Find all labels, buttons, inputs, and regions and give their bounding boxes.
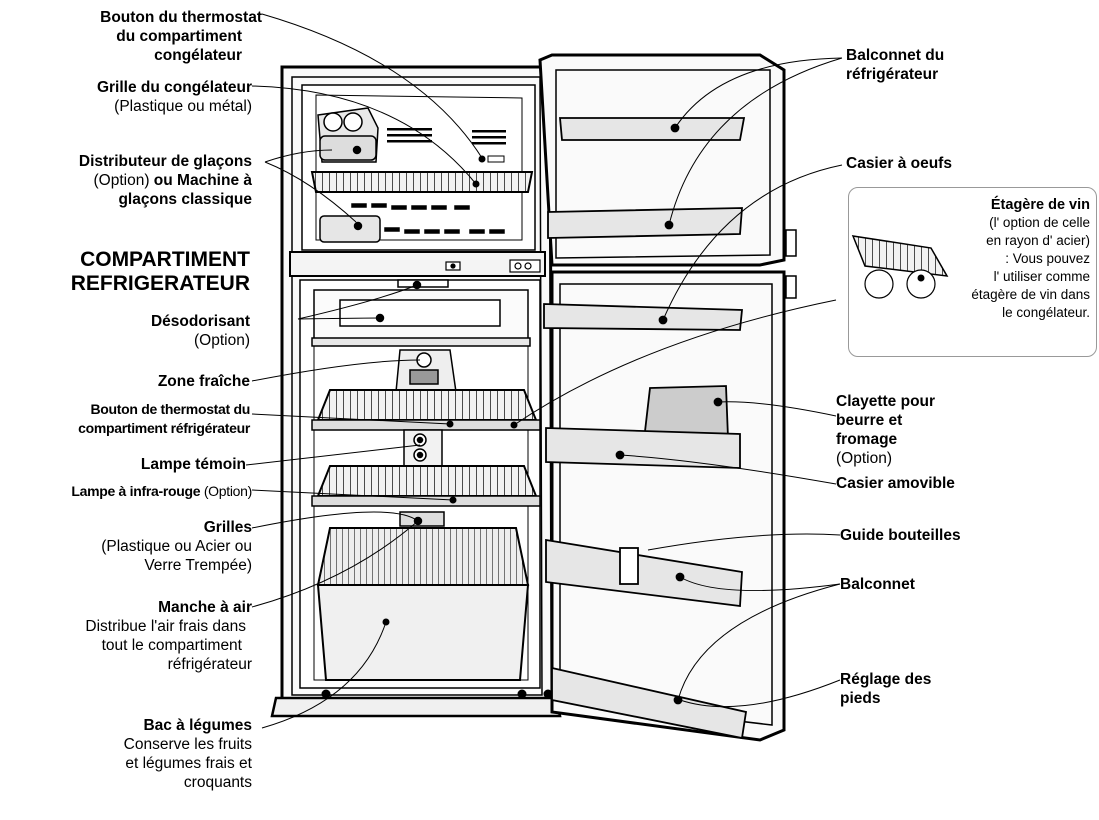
label-freezer-thermostat: Bouton du thermostat du compartiment con… xyxy=(100,9,262,64)
label-door-bin-fridge: Balconnet du réfrigérateur xyxy=(846,47,945,83)
freezer-shelf-art xyxy=(310,171,534,193)
wine-shelf-illustration xyxy=(851,235,949,299)
upper-shelf-art xyxy=(311,389,541,431)
label-bottle-guide: Guide bouteilles xyxy=(840,527,961,544)
door-bins-art xyxy=(543,117,748,740)
freezer-vents xyxy=(387,128,506,163)
crisper-art xyxy=(316,527,530,681)
ice-maker xyxy=(317,107,379,163)
wine-shelf-callout: Étagère de vin (l' option de celle en ra… xyxy=(848,187,1097,357)
lower-shelf-art xyxy=(311,465,541,507)
leader-lines xyxy=(245,13,843,729)
wine-shelf-text: Étagère de vin (l' option de celle en ra… xyxy=(971,197,1090,320)
air-duct-art xyxy=(399,511,445,527)
label-deodorizer: Désodorisant (Option) xyxy=(150,313,250,349)
ice-tray-art xyxy=(319,203,505,243)
label-vegetable-bin: Bac à légumes Conserve les fruits et lég… xyxy=(123,717,252,791)
lamp-art xyxy=(403,429,443,471)
label-fridge-thermostat: Bouton de thermostat du compartiment réf… xyxy=(78,401,250,436)
fresh-zone-art xyxy=(395,349,457,393)
label-door-bin: Balconnet xyxy=(840,576,915,593)
label-leveling-feet: Réglage des pieds xyxy=(840,671,932,707)
label-egg-tray: Casier à oeufs xyxy=(846,155,952,172)
label-shelves: Grilles (Plastique ou Acier ou Verre Tre… xyxy=(101,519,252,574)
label-pilot-lamp: Lampe témoin xyxy=(140,456,246,473)
label-removable-bin: Casier amovible xyxy=(836,475,955,492)
label-freezer-shelf: Grille du congélateur (Plastique ou méta… xyxy=(96,79,252,115)
label-air-duct: Manche à air Distribue l'air frais dans … xyxy=(85,599,252,673)
label-infrared-lamp: Lampe à infra-rouge (Option) xyxy=(71,483,252,499)
deodorizer-art xyxy=(311,279,531,347)
divider-controls xyxy=(445,259,541,273)
label-butter-cheese: Clayette pour beurre et fromage (Option) xyxy=(836,393,936,467)
label-ice-dispenser: Distributeur de glaçons (Option) ou Mach… xyxy=(78,153,252,208)
label-fresh-zone: Zone fraîche xyxy=(157,373,250,390)
section-title-fridge: COMPARTIMENT REFRIGERATEUR xyxy=(70,248,250,295)
